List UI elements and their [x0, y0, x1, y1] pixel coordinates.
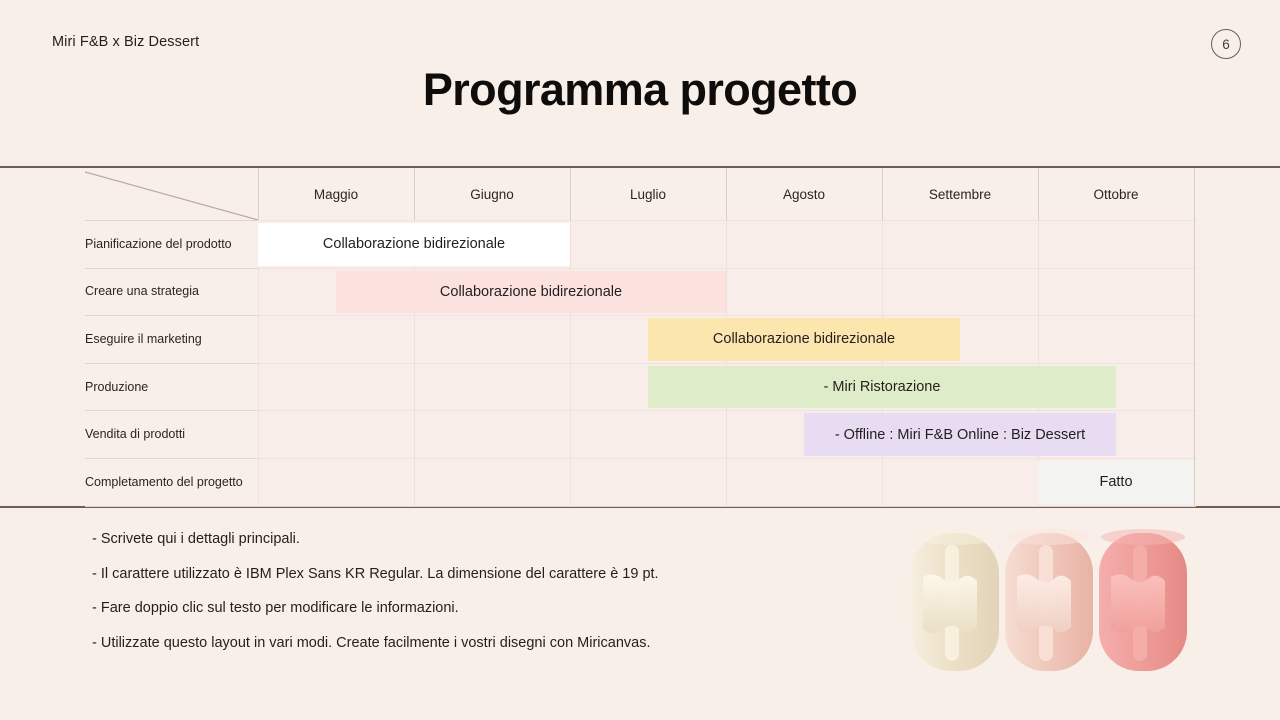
schedule-cell	[414, 315, 570, 363]
note-line-4: - Utilizzate questo layout in vari modi.…	[92, 634, 651, 651]
task-bar-6[interactable]: Fatto	[1038, 461, 1194, 504]
corner-diagonal-icon	[85, 168, 258, 220]
row-label-4: Produzione	[85, 379, 149, 394]
month-header-settembre: Settembre	[928, 186, 992, 202]
schedule-cell	[414, 410, 570, 458]
schedule-cell	[726, 458, 882, 506]
schedule-cell	[414, 458, 570, 506]
task-bar-4[interactable]: - Miri Ristorazione	[648, 365, 1116, 409]
row-label-6: Completamento del progetto	[85, 474, 243, 489]
note-line-2: - Il carattere utilizzato è IBM Plex San…	[92, 565, 659, 582]
task-bar-label: - Offline : Miri F&B Online : Biz Desser…	[834, 426, 1086, 443]
schedule-cell	[882, 458, 1038, 506]
row-label-2: Creare una strategia	[85, 284, 199, 299]
task-bar-label: Collaborazione bidirezionale	[322, 236, 506, 253]
schedule-table: Maggio Giugno Luglio Agosto Settembre Ottobre…	[85, 168, 1196, 507]
month-header-agosto: Agosto	[782, 186, 826, 202]
macaron-cream-icon	[911, 529, 999, 671]
schedule-cell	[258, 315, 414, 363]
schedule-cell	[1038, 315, 1194, 363]
schedule-cell	[726, 220, 882, 268]
task-bar-2[interactable]: Collaborazione bidirezionale	[336, 270, 726, 314]
divider-top	[0, 166, 1280, 168]
task-bar-label: - Miri Ristorazione	[823, 379, 941, 396]
schedule-cell	[1038, 267, 1194, 316]
schedule-cell	[258, 458, 414, 506]
month-header-giugno: Giugno	[470, 186, 514, 202]
task-bar-label: Collaborazione bidirezionale	[712, 331, 896, 348]
row-label-3: Eseguire il marketing	[85, 331, 202, 346]
schedule-cell	[414, 362, 570, 411]
schedule-cell	[570, 410, 726, 458]
macaron-peach-icon	[1005, 529, 1093, 671]
divider-bottom	[0, 506, 1280, 508]
schedule-cell	[726, 267, 882, 316]
notes-block: - Scrivete qui i dettagli principali. - I…	[92, 532, 892, 670]
task-bar-3[interactable]: Collaborazione bidirezionale	[648, 318, 960, 361]
schedule-cell	[258, 362, 414, 411]
page-number-value: 6	[1222, 36, 1230, 52]
row-label-1: Pianificazione del prodotto	[85, 236, 232, 251]
task-bar-1[interactable]: Collaborazione bidirezionale	[258, 223, 570, 266]
task-bar-label: Collaborazione bidirezionale	[439, 283, 623, 300]
note-line-1: - Scrivete qui i dettagli principali.	[92, 531, 300, 547]
schedule-cell	[882, 220, 1038, 268]
task-bar-label: Fatto	[1099, 474, 1133, 491]
month-header-ottobre: Ottobre	[1093, 186, 1139, 202]
row-divider	[85, 505, 1196, 507]
row-label-5: Vendita di prodotti	[85, 427, 186, 442]
macarons-illustration	[905, 515, 1197, 690]
brand-label: Miri F&B x Biz Dessert	[52, 34, 200, 50]
month-header-luglio: Luglio	[629, 186, 667, 202]
task-bar-5[interactable]: - Offline : Miri F&B Online : Biz Desser…	[804, 413, 1116, 456]
macaron-pink-icon	[1099, 529, 1187, 671]
page-number-badge: 6	[1211, 29, 1241, 59]
schedule-cell	[1038, 220, 1194, 268]
month-header-maggio: Maggio	[313, 186, 359, 202]
note-line-3: - Fare doppio clic sul testo per modific…	[92, 600, 459, 616]
page-title: Programma progetto	[422, 64, 858, 115]
column-divider	[1194, 168, 1195, 506]
schedule-cell	[570, 220, 726, 268]
schedule-cell	[570, 458, 726, 506]
schedule-cell	[882, 267, 1038, 316]
schedule-cell	[258, 410, 414, 458]
